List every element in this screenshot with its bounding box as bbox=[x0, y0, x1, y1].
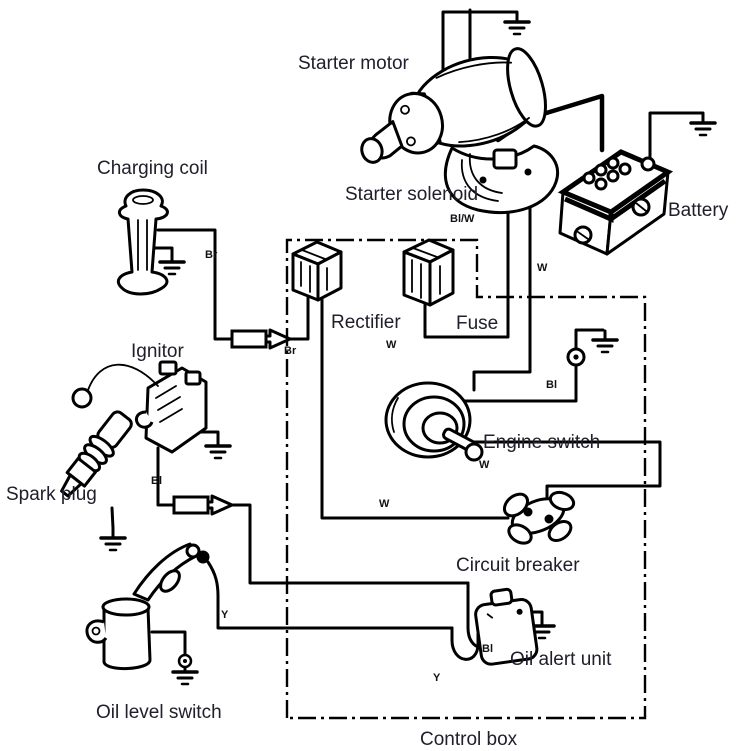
wire-w-to-engine-switch bbox=[472, 166, 532, 392]
wire-w-rectifier-breaker bbox=[320, 294, 510, 520]
starter-solenoid-label: Starter solenoid bbox=[345, 184, 478, 205]
wire-blw-solenoid-fuse bbox=[423, 166, 510, 339]
wire-code-bl-1: Bl bbox=[546, 379, 557, 391]
spark-plug-art bbox=[60, 363, 159, 498]
ground-icon bbox=[591, 329, 619, 354]
wire-y-loop-oil-alert bbox=[450, 626, 480, 661]
wire-bl-engine-ground bbox=[460, 328, 605, 403]
control-box-boundary bbox=[285, 238, 647, 720]
wire-y-oil-level bbox=[206, 560, 454, 630]
ignitor-label: Ignitor bbox=[131, 341, 184, 362]
wire-br-charging-coil bbox=[156, 228, 234, 341]
circuit-breaker-art bbox=[502, 490, 576, 545]
rectifier-label: Rectifier bbox=[331, 312, 401, 333]
wire-code-bl-3: Bl bbox=[482, 643, 493, 655]
starter-motor-label: Starter motor bbox=[298, 53, 410, 74]
wire-code-bl-2: Bl bbox=[151, 475, 162, 487]
wire-ignitor-ground bbox=[194, 430, 220, 438]
bullet-connector-icon bbox=[172, 494, 234, 516]
circuit-breaker-label: Circuit breaker bbox=[456, 555, 580, 576]
ignitor-art bbox=[134, 360, 208, 454]
oil-alert-unit-art bbox=[474, 587, 539, 666]
fuse-art bbox=[402, 238, 455, 307]
oil-level-switch-label: Oil level switch bbox=[96, 702, 222, 723]
starter-motor-art bbox=[360, 47, 547, 164]
control-box-label: Control box bbox=[420, 729, 518, 750]
wire-oil-switch-ground bbox=[150, 630, 187, 662]
wire-battery-ground bbox=[648, 111, 705, 160]
wire-code-br-2: Br bbox=[284, 345, 297, 357]
ground-icon bbox=[503, 11, 531, 36]
wire-coil-ground bbox=[150, 246, 174, 254]
oil-level-switch-art bbox=[85, 542, 210, 671]
wire-code-w-4: W bbox=[379, 498, 390, 510]
spark-plug-label: Spark plug bbox=[6, 484, 97, 505]
battery-art bbox=[557, 149, 674, 256]
bullet-connector-icon bbox=[230, 328, 292, 350]
oil-alert-unit-label: Oil alert unit bbox=[510, 649, 612, 670]
wire-w-engine-breaker bbox=[466, 440, 662, 501]
wire-br-to-rectifier bbox=[288, 296, 310, 341]
ground-icon bbox=[99, 527, 127, 552]
fuse-label: Fuse bbox=[456, 313, 498, 334]
wire-starter-motor-ground bbox=[441, 10, 519, 82]
ground-icon bbox=[204, 435, 232, 460]
wire-code-y-2: Y bbox=[433, 672, 441, 684]
wire-sparkplug-ground bbox=[110, 506, 115, 530]
charging-coil-art bbox=[116, 188, 169, 296]
wire-code-br-1: Br bbox=[205, 249, 218, 261]
wire-bl-ignitor bbox=[156, 446, 176, 507]
charging-coil-label: Charging coil bbox=[97, 158, 208, 179]
engine-switch-label: Engine switch bbox=[483, 432, 600, 453]
wire-code-w-1: W bbox=[537, 262, 548, 274]
wire-code-w-3: W bbox=[479, 459, 490, 471]
engine-switch-art bbox=[384, 381, 484, 462]
wire-code-w-2: W bbox=[386, 339, 397, 351]
terminal-icon bbox=[177, 653, 193, 669]
ground-icon bbox=[689, 112, 717, 137]
terminal-icon bbox=[566, 347, 586, 367]
starter-solenoid-art bbox=[443, 144, 559, 214]
battery-label: Battery bbox=[668, 200, 729, 221]
wire-bl-to-oil-alert bbox=[230, 503, 470, 585]
wire-code-y-1: Y bbox=[221, 609, 229, 621]
rectifier-art bbox=[291, 240, 343, 302]
ground-icon bbox=[158, 251, 186, 276]
wire-code-blw: Bl/W bbox=[450, 213, 475, 225]
